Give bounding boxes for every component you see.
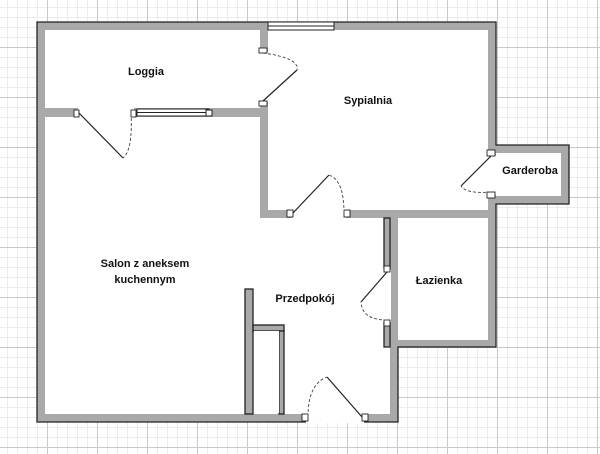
room-garderoba — [496, 153, 561, 196]
wall-cabinet-top — [252, 324, 285, 332]
label-salon-line1: Salon z aneksem — [100, 258, 190, 270]
door-sypialnia-przedpokoj — [286, 174, 351, 218]
room-sypialnia — [268, 30, 488, 210]
room-loggia — [45, 30, 260, 108]
door-entrance — [301, 376, 369, 422]
door-gap-sypialnia-przedpokoj — [292, 209, 346, 219]
cabinet — [254, 331, 279, 413]
room-przedpokoj — [253, 218, 390, 414]
label-przedpokoj: Przedpokój — [275, 293, 335, 305]
label-salon: Salon z aneksem kuchennym — [101, 256, 190, 288]
room-salon — [45, 117, 295, 414]
door-loggia-sypialnia — [258, 47, 298, 107]
label-sypialnia: Sypialnia — [343, 95, 393, 107]
door-gap-garderoba — [487, 155, 497, 195]
door-gap-entrance — [306, 413, 364, 423]
door-garderoba — [460, 149, 496, 199]
wall-lazienka-west — [383, 217, 391, 269]
glazing-marker — [205, 109, 213, 117]
door-lazienka — [360, 265, 391, 327]
window-loggia-salon — [136, 108, 210, 117]
wall-stub-salon — [244, 288, 254, 415]
wall-cabinet-side — [278, 330, 285, 415]
door-gap-loggia-salon — [78, 108, 134, 118]
label-loggia: Loggia — [127, 66, 165, 78]
door-gap-lazienka — [383, 270, 391, 322]
window-sypialnia — [267, 21, 335, 31]
label-garderoba: Garderoba — [502, 165, 558, 177]
label-lazienka: Łazienka — [415, 275, 463, 287]
door-loggia-salon — [73, 109, 137, 159]
label-salon-line2: kuchennym — [114, 274, 176, 286]
room-lazienka — [398, 218, 488, 340]
door-gap-loggia-sypialnia — [259, 52, 269, 102]
